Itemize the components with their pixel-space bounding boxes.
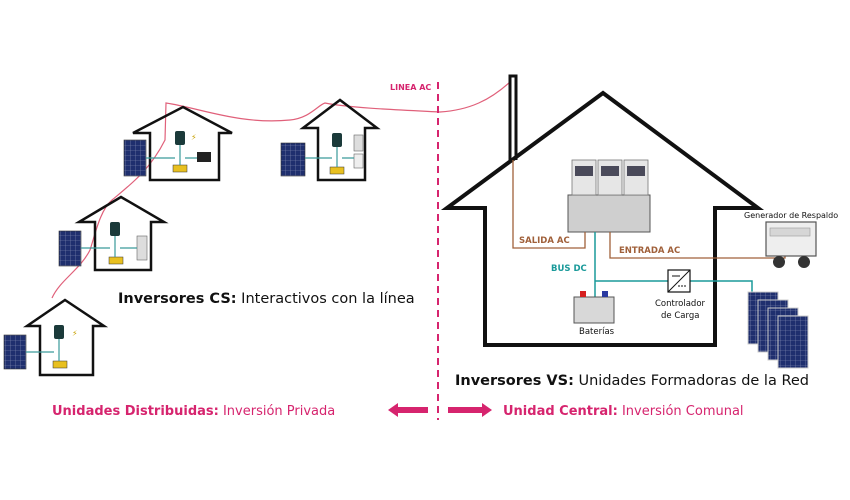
controlador-label-2: de Carga	[661, 311, 699, 321]
vs-title-rest: Unidades Formadoras de la Red	[574, 373, 809, 389]
battery-icon	[172, 164, 188, 173]
house-cs-4: ⚡	[3, 298, 109, 377]
tv-icon	[197, 152, 211, 162]
house-cs-3	[58, 195, 169, 272]
solar-array	[747, 291, 809, 369]
svg-text:⚡: ⚡	[191, 133, 197, 142]
salida-ac-label: SALIDA AC	[519, 236, 570, 246]
battery-icon	[329, 166, 345, 175]
salida-ac-wire	[512, 160, 586, 249]
baterias-label: Baterías	[579, 327, 615, 337]
solar-panel	[3, 334, 27, 370]
washer-icon	[353, 153, 364, 169]
central-house	[440, 74, 786, 347]
distribuidas-caption: Unidades Distribuidas: Inversión Privada	[52, 404, 335, 419]
inverter-icon	[175, 131, 185, 145]
generador-label: Generador de Respaldo	[744, 211, 838, 220]
vs-title: Inversores VS: Unidades Formadoras de la…	[455, 373, 809, 389]
house-cs-1: ⚡	[123, 105, 233, 182]
house-cs-2	[280, 98, 381, 182]
cs-title-rest: Interactivos con la línea	[237, 291, 415, 307]
inverter-rack	[567, 194, 651, 233]
cs-title-bold: Inversores CS:	[118, 291, 237, 307]
ac-line	[51, 81, 511, 299]
battery-icon	[108, 256, 124, 265]
central-rest: Inversión Comunal	[618, 404, 744, 419]
inverter-units	[571, 159, 649, 196]
entrada-ac-label: ENTRADA AC	[619, 246, 680, 256]
inverter-icon	[332, 133, 342, 147]
inverter-icon	[110, 222, 120, 236]
battery-bank	[573, 291, 615, 324]
fridge-icon	[136, 235, 148, 261]
arrow-right-icon	[448, 403, 492, 417]
central-bold: Unidad Central:	[503, 404, 618, 419]
solar-panel	[58, 230, 82, 267]
linea-ac-label: LINEA AC	[390, 83, 431, 92]
solar-panel	[280, 142, 306, 177]
battery-icon	[52, 360, 68, 369]
generator	[765, 221, 817, 268]
inverter-icon	[54, 325, 64, 339]
cs-title: Inversores CS: Interactivos con la línea	[118, 291, 415, 307]
svg-text:⚡: ⚡	[72, 329, 78, 338]
solar-panel	[123, 139, 147, 177]
bus-dc-label: BUS DC	[551, 264, 587, 274]
distribuidas-bold: Unidades Distribuidas:	[52, 404, 219, 419]
arrow-left-icon	[388, 403, 428, 417]
charge-controller	[667, 269, 691, 293]
distribuidas-rest: Inversión Privada	[219, 404, 335, 419]
controlador-label-1: Controlador	[655, 299, 706, 309]
central-caption: Unidad Central: Inversión Comunal	[503, 404, 744, 419]
vs-title-bold: Inversores VS:	[455, 373, 574, 389]
fridge-icon	[353, 134, 364, 152]
